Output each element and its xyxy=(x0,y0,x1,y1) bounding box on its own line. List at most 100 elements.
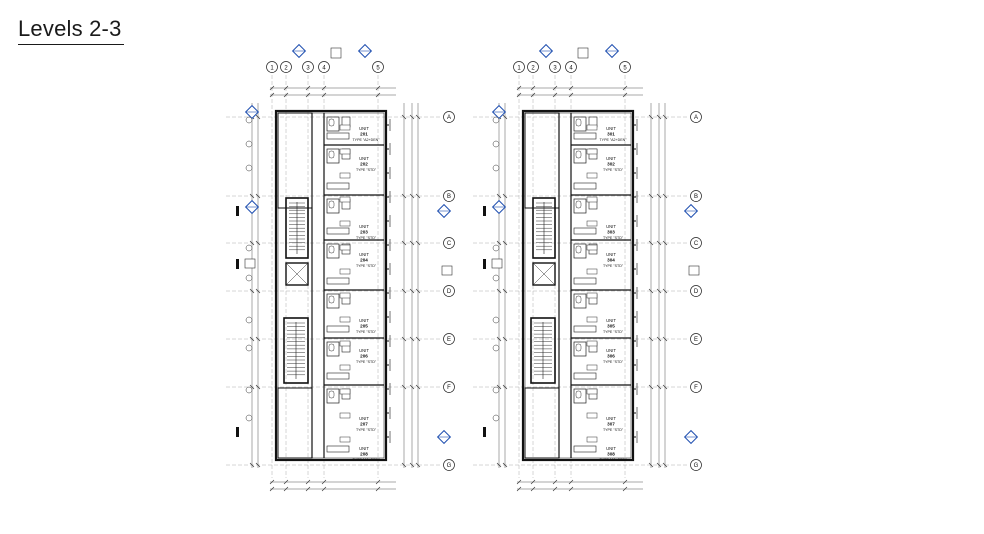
unit-label: UNIT xyxy=(606,318,616,323)
dimension-tick xyxy=(283,479,289,485)
callout-tag xyxy=(245,244,253,252)
grid-label-B: B xyxy=(694,194,698,200)
unit-label: UNIT xyxy=(606,348,616,353)
dimension-tick xyxy=(656,384,662,390)
unit-number: 301 xyxy=(607,132,615,137)
dimension-tick xyxy=(568,479,574,485)
dimension-tick xyxy=(415,240,421,246)
kitchen-counter xyxy=(326,372,350,380)
dimension-tick xyxy=(269,486,275,492)
door-tag xyxy=(586,388,598,395)
grid-bubble-B xyxy=(443,190,455,202)
callout-tag xyxy=(245,386,253,394)
grid-bubble-D xyxy=(690,285,702,297)
grid-label-G: G xyxy=(694,463,699,469)
dimension-tick xyxy=(648,114,654,120)
dimension-tick xyxy=(502,114,508,120)
tag-box xyxy=(330,47,342,59)
dimension-tick xyxy=(496,288,502,294)
door-tag xyxy=(339,268,351,275)
unit-type: TYPE "STD" xyxy=(356,428,377,432)
room-west-north xyxy=(524,112,560,209)
dimension-tick xyxy=(255,240,261,246)
unit-type: TYPE "STD" xyxy=(603,428,624,432)
dimension-tick xyxy=(552,486,558,492)
bathroom xyxy=(573,148,587,164)
toilet-fixture xyxy=(575,118,582,127)
bathroom xyxy=(573,198,587,214)
grid-label-A: A xyxy=(694,115,698,121)
unit-type: TYPE "STD" xyxy=(603,264,624,268)
callout-tag xyxy=(492,316,500,324)
kitchen-counter xyxy=(326,325,350,333)
grid-label-4: 4 xyxy=(322,66,326,72)
door-tag xyxy=(586,148,598,155)
grid-bubble-1 xyxy=(513,61,525,73)
unit-type: TYPE "STD" xyxy=(603,360,624,364)
grid-bubble-2 xyxy=(280,61,292,73)
dimension-tick xyxy=(255,288,261,294)
door-tag xyxy=(586,244,598,251)
dimension-tick xyxy=(502,193,508,199)
door-tag xyxy=(339,148,351,155)
callout-tag xyxy=(245,316,253,324)
unit-number: 206 xyxy=(360,354,368,359)
grid-bubble-G xyxy=(690,459,702,471)
unit-type: TYPE "A2+DEN" xyxy=(352,138,380,142)
unit-type: TYPE "A2+DEN" xyxy=(352,458,380,462)
grid-label-5: 5 xyxy=(623,66,627,72)
dimension-tick xyxy=(249,336,255,342)
tag-box xyxy=(577,47,589,59)
title-underline xyxy=(18,44,124,45)
callout-tag xyxy=(492,414,500,422)
grid-label-D: D xyxy=(694,289,699,295)
dimension-tick xyxy=(269,479,275,485)
dimension-tick xyxy=(255,336,261,342)
grid-bubble-F xyxy=(690,381,702,393)
dimension-tick xyxy=(662,336,668,342)
dimension-tick xyxy=(648,240,654,246)
room-west-north xyxy=(277,112,313,209)
callout-tag xyxy=(245,116,253,124)
dimension-tick xyxy=(401,462,407,468)
door-tag xyxy=(586,364,598,371)
kitchen-counter xyxy=(573,227,597,235)
toilet-fixture xyxy=(328,200,335,209)
dimension-tick xyxy=(568,92,574,98)
unit-label: UNIT xyxy=(606,252,616,257)
toilet-fixture xyxy=(575,150,582,159)
unit-label: UNIT xyxy=(359,252,369,257)
grid-label-F: F xyxy=(447,385,451,391)
dimension-tick xyxy=(530,479,536,485)
dimension-tick xyxy=(530,85,536,91)
tag-box xyxy=(491,258,503,269)
kitchen-counter xyxy=(326,227,350,235)
dimension-tick xyxy=(656,288,662,294)
door-tag xyxy=(339,364,351,371)
dimension-tick xyxy=(249,288,255,294)
grid-label-3: 3 xyxy=(306,66,310,72)
door-tag xyxy=(339,340,351,347)
dimension-tick xyxy=(255,462,261,468)
dimension-tick xyxy=(415,193,421,199)
unit-label: UNIT xyxy=(606,156,616,161)
door-tag xyxy=(339,220,351,227)
dimension-tick xyxy=(502,240,508,246)
dimension-tick xyxy=(415,114,421,120)
bathroom xyxy=(326,341,340,357)
dimension-tick xyxy=(516,479,522,485)
callout-tag xyxy=(245,164,253,172)
grid-label-1: 1 xyxy=(517,66,521,72)
elevation-flag-icon xyxy=(236,427,239,437)
grid-bubble-D xyxy=(443,285,455,297)
dimension-tick xyxy=(249,240,255,246)
door-tag xyxy=(586,412,598,419)
unit-number: 306 xyxy=(607,354,615,359)
unit-number: 204 xyxy=(360,258,368,263)
door-tag xyxy=(586,124,598,131)
dimension-tick xyxy=(516,85,522,91)
kitchen-counter xyxy=(326,182,350,190)
dimension-tick xyxy=(496,336,502,342)
unit-number: 201 xyxy=(360,132,368,137)
